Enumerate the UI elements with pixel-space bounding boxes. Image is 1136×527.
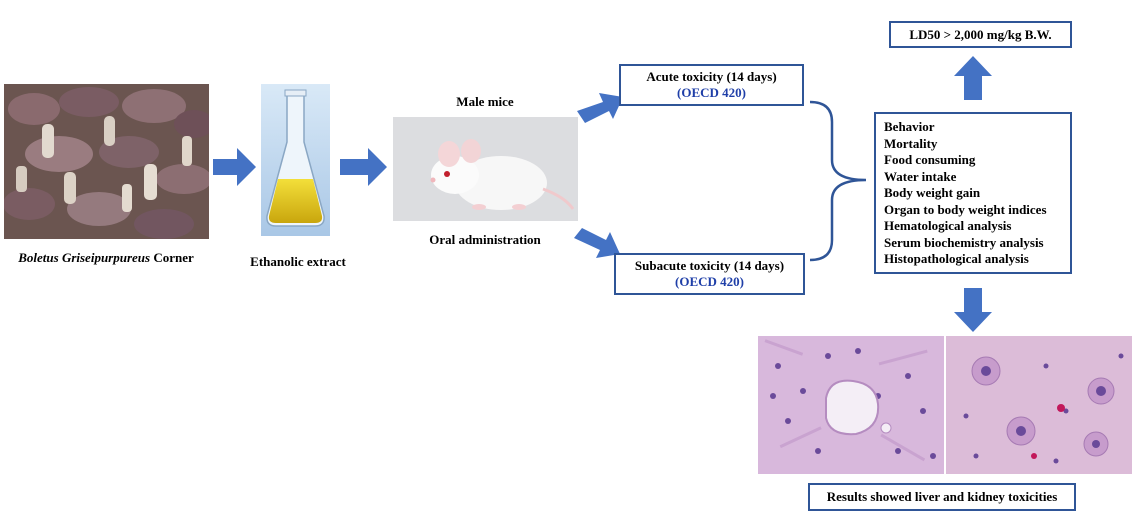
mice-top-label: Male mice [456, 94, 514, 109]
subacute-toxicity-title: Subacute toxicity (14 days) [634, 258, 785, 273]
mushroom-image [4, 84, 209, 239]
parameter-item: Water intake [884, 168, 957, 184]
mushroom-species-name: Boletus Griseipurpureus [18, 250, 151, 265]
liver-histology-image [758, 336, 944, 474]
parameter-item: Food consuming [884, 152, 976, 167]
flask-image [261, 84, 330, 236]
parameter-item: Histopathological analysis [884, 251, 1029, 266]
mice-bottom-label: Oral administration [429, 232, 541, 247]
results-box: Results showed liver and kidney toxiciti… [808, 483, 1076, 511]
ld50-text: LD50 > 2,000 mg/kg B.W. [909, 27, 1052, 42]
acute-toxicity-box: Acute toxicity (14 days) (OECD 420) [619, 64, 804, 106]
acute-toxicity-guideline: (OECD 420) [677, 85, 746, 100]
arrow-down-icon [954, 288, 992, 332]
parameter-item: Hematological analysis [884, 218, 1012, 233]
mouse-image [393, 117, 578, 221]
parameters-list: Behavior Mortality Food consuming Water … [884, 119, 1070, 268]
arrow-right-icon [340, 148, 387, 186]
mushroom-species-suffix: Corner [150, 250, 194, 265]
curly-brace [809, 100, 867, 262]
parameter-item: Behavior [884, 119, 935, 134]
arrow-up-icon [954, 56, 992, 100]
arrow-diagonal-up-icon [577, 93, 623, 123]
parameter-item: Organ to body weight indices [884, 201, 1047, 217]
arrow-right-icon [213, 148, 256, 186]
acute-toxicity-title: Acute toxicity (14 days) [646, 69, 777, 84]
subacute-toxicity-box: Subacute toxicity (14 days) (OECD 420) [614, 253, 805, 295]
subacute-toxicity-guideline: (OECD 420) [675, 274, 744, 289]
arrow-diagonal-down-icon [574, 228, 620, 258]
kidney-histology-image [946, 336, 1132, 474]
parameter-item: Mortality [884, 135, 938, 151]
parameters-box: Behavior Mortality Food consuming Water … [874, 112, 1072, 274]
mushroom-label: Boletus Griseipurpureus Corner [0, 250, 212, 266]
results-text: Results showed liver and kidney toxiciti… [826, 489, 1058, 504]
parameter-item: Serum biochemistry analysis [884, 234, 1044, 250]
extract-label: Ethanolic extract [250, 254, 346, 269]
ld50-box: LD50 > 2,000 mg/kg B.W. [889, 21, 1072, 48]
parameter-item: Body weight gain [884, 185, 981, 200]
